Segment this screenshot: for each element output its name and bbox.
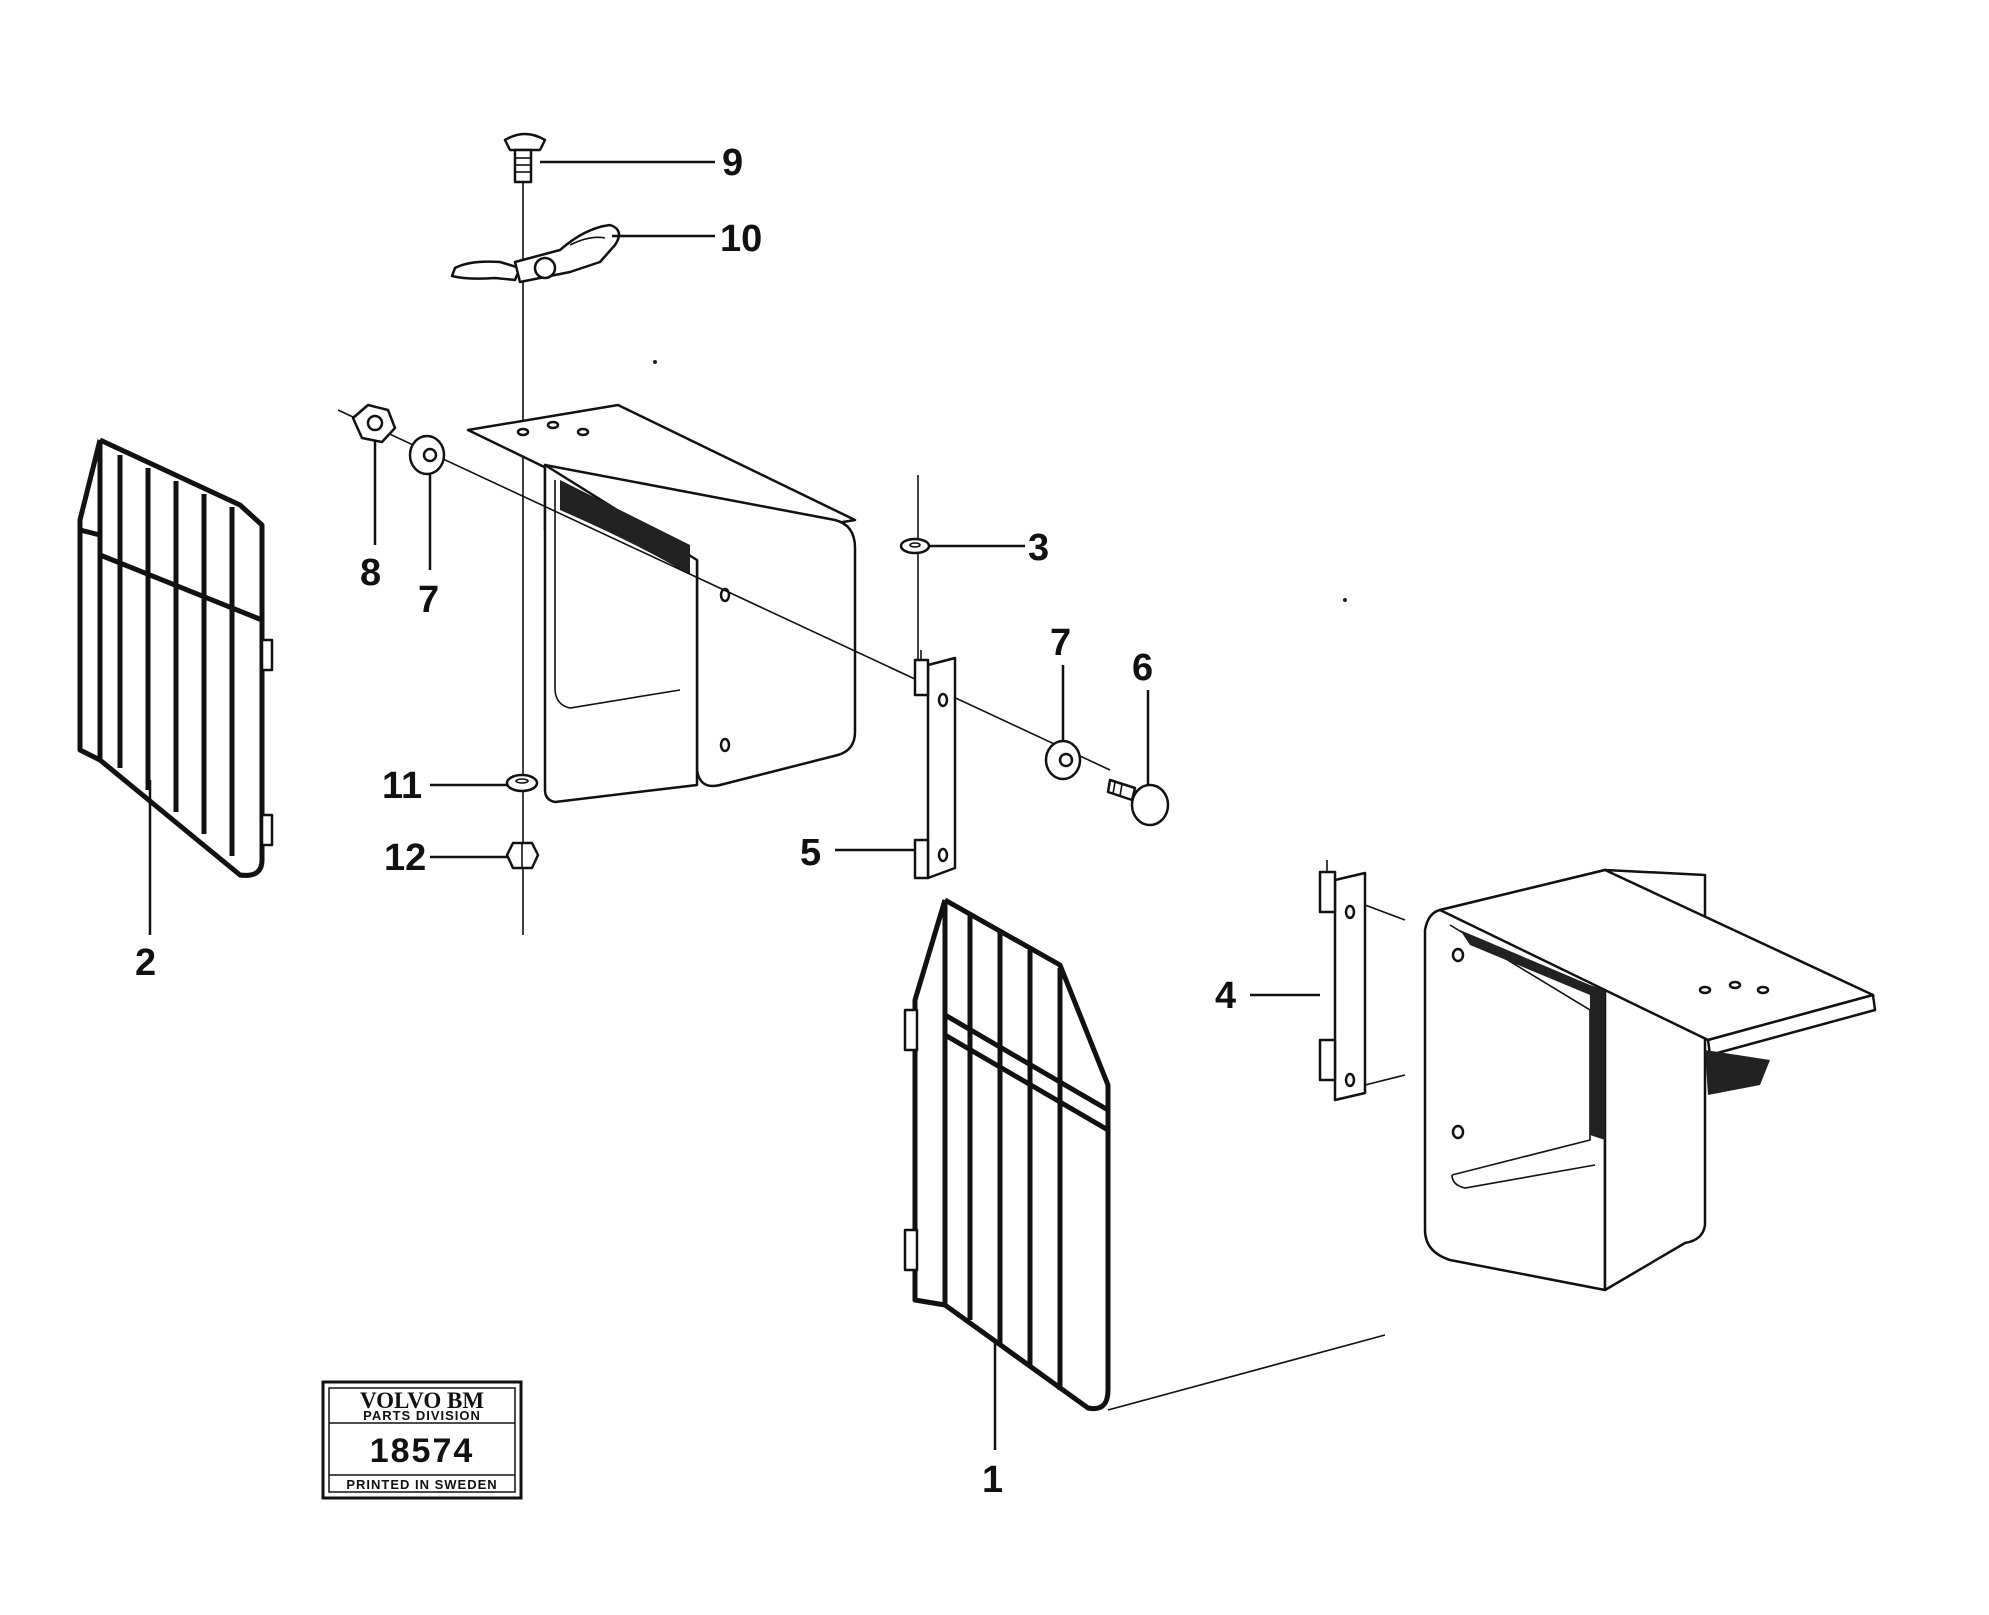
grille-to-box-axis-line (1107, 1334, 1386, 1411)
callout-12: 12 (384, 837, 426, 879)
horizontal-assembly-axis (337, 409, 1111, 771)
callout-6: 6 (1132, 647, 1153, 689)
stamp-division: PARTS DIVISION (363, 1408, 481, 1423)
callout-4: 4 (1215, 975, 1236, 1017)
part-7-washer-lower (1044, 739, 1082, 781)
callout-11: 11 (382, 765, 422, 807)
part-7-washer-upper (408, 434, 446, 476)
part-2-grille-left (77, 437, 274, 878)
leader-lines (148, 160, 1320, 1450)
part-8-nut (351, 403, 397, 444)
callout-7-lower: 7 (1050, 622, 1071, 664)
drawing-mark (653, 360, 657, 364)
volvo-bm-stamp: VOLVO BM PARTS DIVISION 18574 PRINTED IN… (321, 1380, 523, 1500)
callout-9: 9 (722, 142, 743, 184)
callout-7-upper: 7 (418, 579, 439, 621)
stamp-footer: PRINTED IN SWEDEN (346, 1477, 497, 1492)
part-10-lever-clamp (450, 223, 621, 284)
callout-2: 2 (135, 942, 156, 984)
upper-battery-box (466, 403, 857, 804)
part-4-hinge-plate (1318, 860, 1367, 1102)
part-6-knob-screw (1106, 778, 1170, 827)
callout-10: 10 (720, 218, 762, 260)
part-1-grille-right (903, 897, 1111, 1412)
callout-8: 8 (360, 552, 381, 594)
part-9-screw (503, 132, 547, 184)
part-12-nut (505, 841, 540, 870)
stamp-number: 18574 (370, 1432, 475, 1470)
hinge-4-axis-line (1364, 904, 1406, 921)
hinge-4-axis-line-lower (1364, 1074, 1406, 1086)
stamp-brand: VOLVO BM (360, 1388, 484, 1413)
part-5-hinge-plate (913, 650, 957, 880)
lower-battery-box (1423, 868, 1877, 1292)
callout-1: 1 (982, 1459, 1003, 1501)
part-3-washer (899, 537, 931, 555)
drawing-mark (1343, 598, 1347, 602)
part-11-washer (505, 773, 539, 793)
callout-5: 5 (800, 832, 821, 874)
callout-3: 3 (1028, 527, 1049, 569)
